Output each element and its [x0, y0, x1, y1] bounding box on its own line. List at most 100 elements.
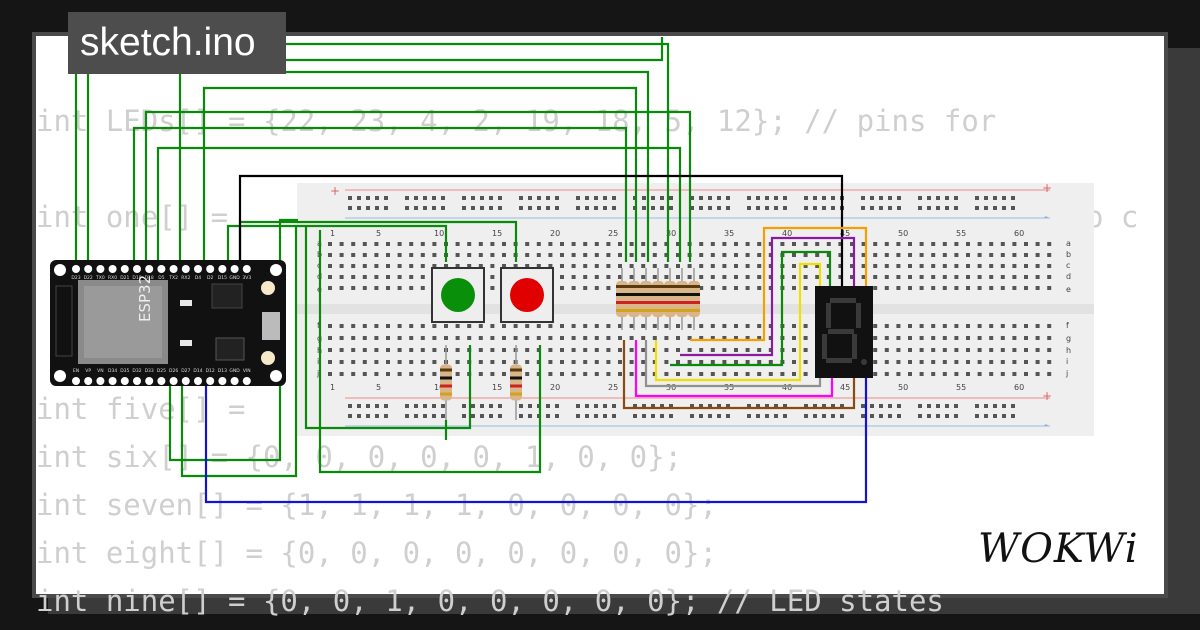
rail-hole — [357, 414, 361, 418]
breadboard-hole — [583, 348, 588, 352]
breadboard-hole — [629, 264, 634, 268]
resistor — [628, 268, 640, 330]
breadboard-hole — [896, 336, 901, 340]
breadboard-hole — [351, 242, 356, 246]
breadboard-hole — [954, 242, 959, 246]
breadboard-hole — [977, 242, 982, 246]
breadboard-hole — [722, 242, 727, 246]
breadboard-hole — [687, 324, 692, 328]
breadboard-hole — [931, 286, 936, 290]
board-pin — [145, 265, 154, 273]
breadboard-hole — [362, 360, 367, 364]
rail-hole — [612, 206, 616, 210]
breadboard-hole — [432, 336, 437, 340]
breadboard-hole — [606, 275, 611, 279]
breadboard-hole — [977, 360, 982, 364]
breadboard-hole — [525, 264, 530, 268]
breadboard-hole — [374, 372, 379, 376]
breadboard-hole — [1035, 324, 1040, 328]
esp32-shield — [84, 286, 162, 358]
breadboard-hole — [745, 275, 750, 279]
rail-hole — [612, 414, 616, 418]
rail-hole — [480, 196, 484, 200]
resistor — [652, 268, 664, 330]
rail-hole — [918, 404, 922, 408]
breadboard-hole — [478, 360, 483, 364]
breadboard-hole — [873, 242, 878, 246]
breadboard-hole — [722, 360, 727, 364]
breadboard-hole — [490, 360, 495, 364]
breadboard-hole — [699, 336, 704, 340]
column-number: 25 — [608, 383, 618, 392]
rail-hole — [813, 414, 817, 418]
breadboard-hole — [362, 242, 367, 246]
board-pin-label: 3V3 — [242, 275, 251, 281]
rail-hole — [831, 206, 835, 210]
antenna-icon — [55, 285, 73, 357]
breadboard-hole — [386, 275, 390, 279]
rail-hole — [384, 404, 388, 408]
board-pin — [108, 265, 117, 273]
board-pin — [84, 377, 93, 385]
breadboard-hole — [734, 264, 738, 268]
breadboard-hole — [942, 264, 947, 268]
breadboard-hole — [652, 372, 657, 376]
rail-hole — [603, 414, 607, 418]
breadboard-hole — [467, 336, 472, 340]
breadboard-hole — [873, 336, 878, 340]
breadboard-hole — [536, 324, 541, 328]
breadboard-hole — [768, 336, 773, 340]
rail-hole — [918, 414, 922, 418]
rail-hole — [546, 404, 550, 408]
rail-hole — [546, 414, 550, 418]
rail-hole — [897, 414, 901, 418]
rail-hole — [699, 196, 703, 200]
mount-hole — [270, 370, 282, 382]
breadboard-hole — [339, 286, 344, 290]
board-pin-label: GND — [229, 368, 240, 374]
breadboard-hole — [606, 242, 611, 246]
red-pushbutton[interactable] — [500, 267, 554, 323]
wire-blue — [204, 376, 868, 504]
breadboard-hole — [687, 360, 692, 364]
breadboard-hole — [850, 242, 854, 246]
rail-hole — [861, 404, 865, 408]
breadboard-hole — [571, 336, 576, 340]
breadboard-hole — [606, 336, 611, 340]
column-number: 1 — [330, 383, 335, 392]
breadboard-hole — [966, 324, 970, 328]
breadboard-hole — [942, 324, 947, 328]
board-pin-label: D15 — [218, 275, 227, 281]
breadboard-hole — [502, 242, 506, 246]
wire-brown — [622, 340, 856, 410]
column-number: 25 — [608, 229, 618, 238]
rail-hole — [870, 414, 874, 418]
breadboard-hole — [792, 286, 796, 290]
rail-hole — [783, 196, 787, 200]
code-line: int one[] = — [36, 200, 246, 234]
breadboard-hole — [397, 348, 402, 352]
breadboard-hole — [386, 286, 390, 290]
rail-hole — [489, 206, 493, 210]
rail-hole — [717, 414, 721, 418]
breadboard-hole — [594, 360, 599, 364]
breadboard-hole — [734, 286, 738, 290]
breadboard-hole — [490, 372, 495, 376]
breadboard-hole — [664, 372, 669, 376]
rail-hole — [975, 404, 979, 408]
breadboard-hole — [757, 360, 762, 364]
breadboard-hole — [803, 336, 808, 340]
green-pushbutton[interactable] — [431, 267, 485, 323]
rail-hole — [822, 404, 826, 408]
rail-hole — [660, 414, 664, 418]
breadboard-hole — [397, 253, 402, 257]
rail-hole — [414, 206, 418, 210]
breadboard-hole — [641, 360, 646, 364]
breadboard-hole — [478, 348, 483, 352]
rail-hole — [870, 196, 874, 200]
breadboard-hole — [989, 275, 994, 279]
rail-hole — [804, 206, 808, 210]
breadboard-hole — [896, 253, 901, 257]
breadboard-hole — [873, 264, 878, 268]
rail-hole — [432, 196, 436, 200]
